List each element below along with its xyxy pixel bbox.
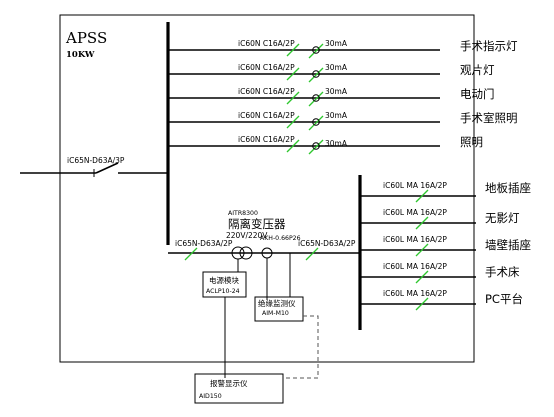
power-module-model: ACLP10-24	[206, 288, 240, 295]
ct-model-label: AKH-0.66P26	[260, 235, 301, 242]
feeder-top-5: iC60N C16A/2P 30mA 照明	[168, 135, 483, 155]
power-module: 电源模块 ACLP10-24	[202, 265, 247, 378]
current-transformer: AKH-0.66P26	[260, 235, 301, 300]
feeder-top-4: iC60N C16A/2P 30mA 手术室照明	[168, 111, 518, 131]
iso-breaker-out-label: iC65N-D63A/2P	[298, 239, 356, 248]
feeder-top-2: iC60N C16A/2P 30mA 观片灯	[168, 63, 495, 83]
feeder-top-2-load: 观片灯	[460, 63, 495, 77]
insulation-monitor: 绝缘监测仪 AIM-M10	[254, 253, 304, 322]
feeder-top-5-rcd: 30mA	[325, 139, 348, 148]
feeder-top-5-breaker: iC60N C16A/2P	[238, 135, 295, 144]
feeder-top-2-rcd: 30mA	[325, 63, 348, 72]
insulation-monitor-model: AIM-M10	[262, 310, 289, 317]
feeder-it-2-load: 无影灯	[485, 211, 520, 225]
feeder-it-3: iC60L MA 16A/2P 墙壁插座	[360, 235, 531, 257]
feeder-top-4-load: 手术室照明	[460, 111, 518, 125]
feeder-top-5-load: 照明	[460, 135, 483, 149]
feeder-it-2-breaker: iC60L MA 16A/2P	[383, 208, 447, 217]
feeder-top-2-breaker: iC60N C16A/2P	[238, 63, 295, 72]
transformer-model: AITR8300	[228, 210, 258, 217]
feeder-it-5: iC60L MA 16A/2P PC平台	[360, 289, 523, 311]
feeder-it-3-breaker: iC60L MA 16A/2P	[383, 235, 447, 244]
isolation-branch: iC65N-D63A/2P iC65N-D63A/2P	[168, 239, 360, 261]
feeder-top-1: iC60N C16A/2P 30mA 手术指示灯	[168, 39, 518, 59]
feeder-it-1-load: 地板插座	[485, 181, 531, 195]
panel-power: 10KW	[66, 50, 95, 60]
feeder-top-3-rcd: 30mA	[325, 87, 348, 96]
feeder-top-4-breaker: iC60N C16A/2P	[238, 111, 295, 120]
feeder-top-1-load: 手术指示灯	[460, 39, 518, 53]
feeder-it-5-breaker: iC60L MA 16A/2P	[383, 289, 447, 298]
feeder-it-2: iC60L MA 16A/2P 无影灯	[360, 208, 520, 230]
feeder-it-3-load: 墙壁插座	[485, 238, 531, 252]
feeder-it-4: iC60L MA 16A/2P 手术床	[360, 262, 520, 284]
alarm-display-name: 报警显示仪	[210, 378, 248, 388]
panel-title: APSS	[65, 29, 107, 47]
feeder-it-5-load: PC平台	[485, 292, 523, 306]
incoming-feeder: iC65N-D63A/3P	[20, 156, 168, 177]
incomer-breaker-label: iC65N-D63A/3P	[67, 156, 125, 165]
isolation-transformer: AITR8300 隔离变压器 220V/220V	[226, 210, 286, 265]
feeder-top-1-breaker: iC60N C16A/2P	[238, 39, 295, 48]
transformer-voltage: 220V/220V	[226, 231, 268, 240]
feeder-top-3-load: 电动门	[460, 87, 495, 101]
feeder-it-4-load: 手术床	[485, 265, 520, 279]
feeder-it-1-breaker: iC60L MA 16A/2P	[383, 181, 447, 190]
feeder-top-3: iC60N C16A/2P 30mA 电动门	[168, 87, 495, 107]
feeder-top-4-rcd: 30mA	[325, 111, 348, 120]
alarm-display: 报警显示仪 AID150	[194, 373, 284, 404]
insulation-monitor-name: 绝缘监测仪	[258, 298, 296, 308]
feeder-it-1: iC60L MA 16A/2P 地板插座	[360, 181, 531, 203]
signal-link	[283, 315, 319, 379]
alarm-display-model: AID150	[199, 393, 222, 400]
feeder-top-1-rcd: 30mA	[325, 39, 348, 48]
feeder-it-4-breaker: iC60L MA 16A/2P	[383, 262, 447, 271]
feeder-top-3-breaker: iC60N C16A/2P	[238, 87, 295, 96]
iso-breaker-in-label: iC65N-D63A/2P	[175, 239, 233, 248]
power-module-name: 电源模块	[209, 275, 239, 285]
panel-enclosure	[59, 14, 475, 363]
transformer-name: 隔离变压器	[228, 217, 286, 231]
